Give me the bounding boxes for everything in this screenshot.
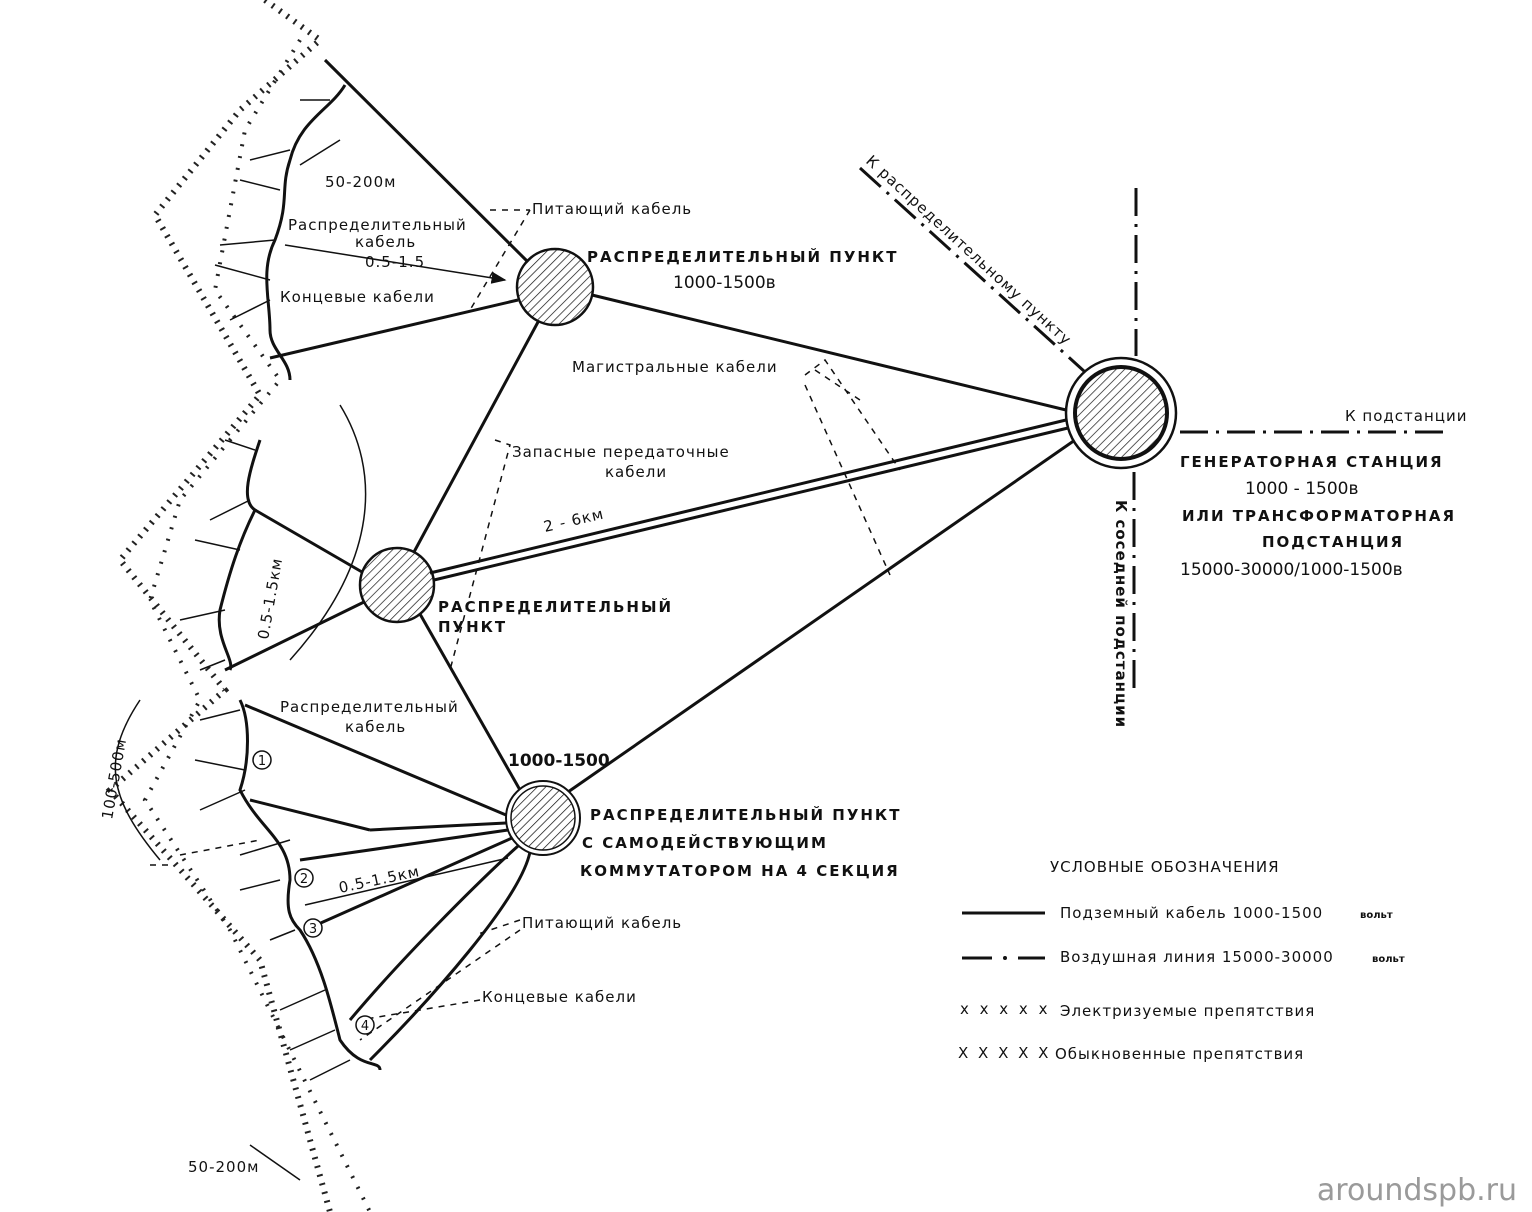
rp-bottom-node-inner xyxy=(510,785,576,851)
rp-bottom-voltage: 1000-1500 xyxy=(508,751,610,771)
rp-bottom-title-2: С САМОДЕЙСТВУЮЩИМ xyxy=(582,833,828,852)
rp-mid-title-1: РАСПРЕДЕЛИТЕЛЬНЫЙ xyxy=(438,597,673,616)
legend-title: УСЛОВНЫЕ ОБОЗНАЧЕНИЯ xyxy=(1050,858,1280,876)
rp-top-voltage: 1000-1500в xyxy=(673,273,776,293)
dist-50-200-bottom: 50-200м xyxy=(188,1158,259,1176)
generator-line-2: 1000 - 1500в xyxy=(1245,479,1359,499)
end-cables xyxy=(179,99,351,1081)
end-cables-bottom-label: Концевые кабели xyxy=(482,988,637,1006)
distribution-cable-top-label-2: кабель xyxy=(355,233,416,251)
dist-mid-range: 0.5-1.5км xyxy=(254,556,286,640)
rp-mid-title-2: ПУНКТ xyxy=(438,618,507,636)
dist-bottom-range: 0.5-1.5км xyxy=(337,862,421,897)
watermark: aroundspb.ru xyxy=(1317,1173,1517,1208)
feeding-cable-bottom-label: Питающий кабель xyxy=(522,914,682,932)
to-substation-label: К подстанции xyxy=(1345,407,1467,425)
section-2: 2 xyxy=(300,872,308,887)
rp-bottom-title-3: КОММУТАТОРОМ НА 4 СЕКЦИЯ xyxy=(580,862,900,880)
rp-mid-node xyxy=(358,546,436,624)
leaders xyxy=(114,139,901,1181)
reserve-cables-label-1: Запасные передаточные xyxy=(512,443,730,461)
legend-item-1: Подземный кабель 1000-1500 xyxy=(1060,904,1323,922)
legend: УСЛОВНЫЕ ОБОЗНАЧЕНИЯ Подземный кабель 10… xyxy=(958,858,1405,1063)
section-1: 1 xyxy=(258,754,266,769)
front-line xyxy=(238,699,382,1071)
legend-dash-dot-icon xyxy=(1003,956,1007,960)
reserve-cables-label-2: кабели xyxy=(605,463,667,481)
to-neighbor-substation-label: К соседней подстанции xyxy=(1112,500,1130,728)
rp-bottom-title-1: РАСПРЕДЕЛИТЕЛЬНЫЙ ПУНКТ xyxy=(590,805,901,824)
dist-top-range: 0.5-1.5 xyxy=(365,253,425,271)
generator-line-4: ПОДСТАНЦИЯ xyxy=(1262,533,1404,551)
generator-line-5: 15000-30000/1000-1500в xyxy=(1180,560,1403,580)
underground-cables xyxy=(224,58,1076,1062)
distribution-cable-bottom-label-1: Распределительный xyxy=(280,698,459,716)
section-markers: 1 2 3 4 xyxy=(252,750,375,1035)
dist-2-6-label: 2 - 6км xyxy=(542,505,606,536)
distribution-cable-top-label-1: Распределительный xyxy=(288,216,467,234)
rp-top-node xyxy=(515,247,595,327)
generator-line-3: ИЛИ ТРАНСФОРМАТОРНАЯ xyxy=(1182,507,1456,525)
end-cables-top-label: Концевые кабели xyxy=(280,288,435,306)
feeding-cable-top-label: Питающий кабель xyxy=(532,200,692,218)
generator-node-inner xyxy=(1073,365,1169,461)
legend-item-3: Электризуемые препятствия xyxy=(1060,1002,1315,1020)
dist-50-200-top: 50-200м xyxy=(325,173,396,191)
legend-item-1-unit: вольт xyxy=(1360,910,1393,921)
legend-item-2-unit: вольт xyxy=(1372,954,1405,965)
section-3: 3 xyxy=(309,922,317,937)
front-line xyxy=(265,84,347,381)
main-cables-label: Магистральные кабели xyxy=(572,358,778,376)
legend-item-2: Воздушная линия 15000-30000 xyxy=(1060,948,1334,966)
generator-line-1: ГЕНЕРАТОРНАЯ СТАНЦИЯ xyxy=(1180,453,1444,471)
rp-top-title: РАСПРЕДЕЛИТЕЛЬНЫЙ ПУНКТ xyxy=(587,247,898,266)
distribution-cable-bottom-label-2: кабель xyxy=(345,718,406,736)
front-line xyxy=(217,439,262,671)
legend-ordinary-icon: X X X X X xyxy=(958,1044,1049,1062)
legend-item-4: Обыкновенные препятствия xyxy=(1055,1045,1304,1063)
legend-electrified-icon: x x x x x xyxy=(960,1000,1048,1018)
section-4: 4 xyxy=(361,1019,369,1034)
air-lines xyxy=(858,166,1450,690)
